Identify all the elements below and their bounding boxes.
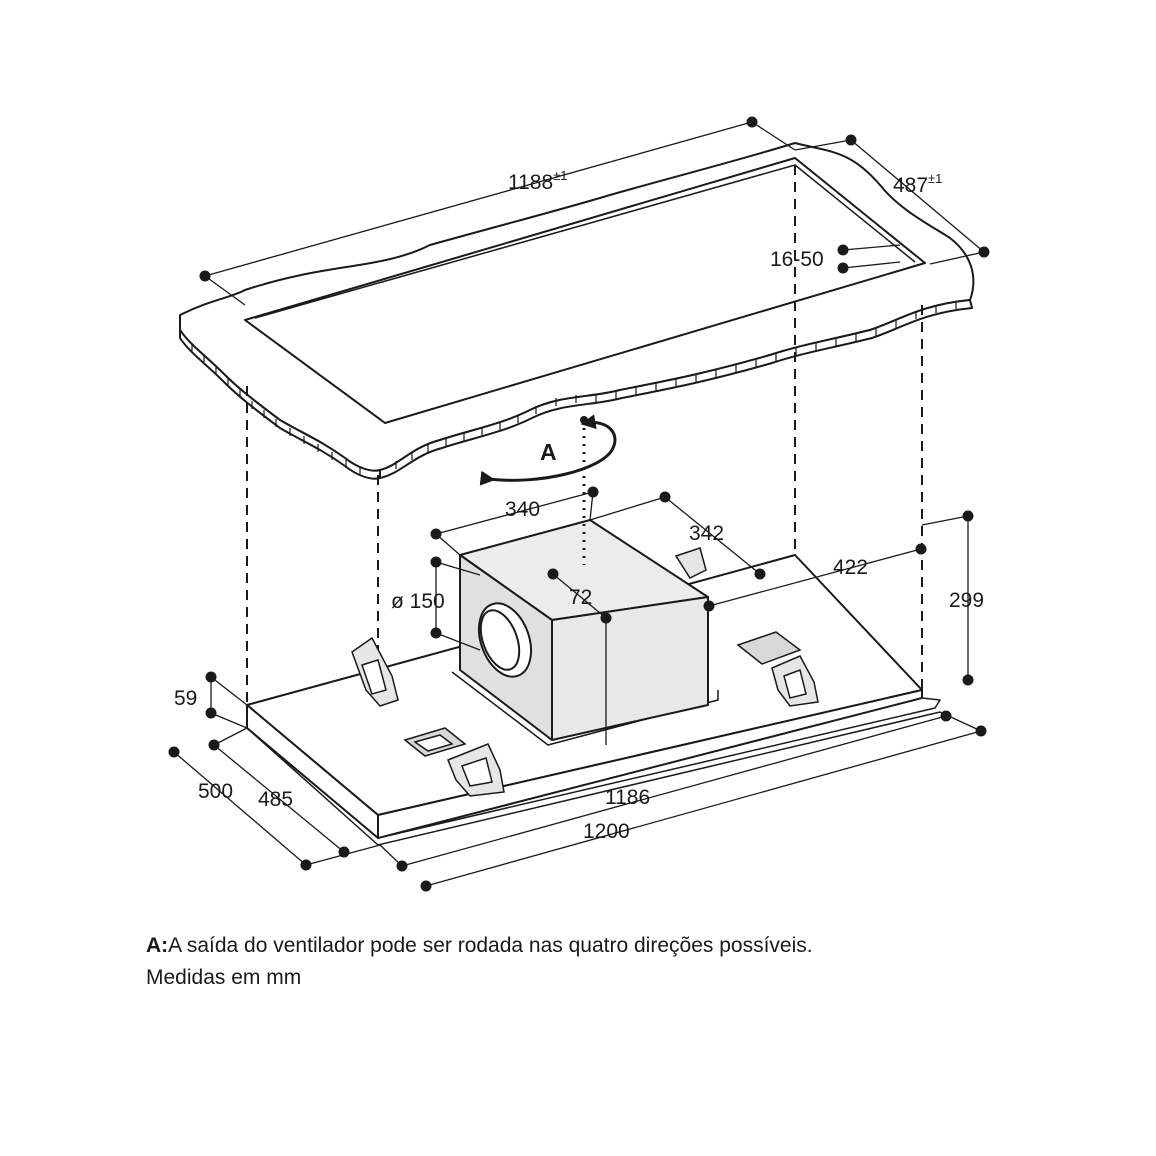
bracket-front-right xyxy=(771,655,819,707)
bracket-front-left xyxy=(447,743,505,797)
label-panel-depth-outer: 500 xyxy=(198,780,233,803)
dimension-labels: 1188±1 487±1 16-50 340 342 422 72 ø 150 … xyxy=(174,168,984,843)
rotation-label: A xyxy=(540,439,557,465)
worktop-edge-hatching xyxy=(191,301,957,474)
label-panel-depth-inner: 485 xyxy=(258,788,293,811)
panel-flange xyxy=(377,697,941,839)
dimension-dots xyxy=(168,116,990,892)
label-cutout-length: 1188±1 xyxy=(508,168,568,194)
projection-lines xyxy=(246,165,923,815)
caption-units: Medidas em mm xyxy=(146,966,302,989)
mounting-brackets xyxy=(351,547,819,797)
label-panel-height: 59 xyxy=(174,687,197,710)
caption: A:A saída do ventilador pode ser rodada … xyxy=(146,930,1106,994)
dimension-lines xyxy=(173,121,985,887)
label-outlet-diameter: ø 150 xyxy=(391,590,445,613)
label-panel-length-outer: 1200 xyxy=(583,820,630,843)
caption-key: A: xyxy=(146,934,169,957)
cutout-opening xyxy=(244,157,926,424)
label-worktop-thickness: 16-50 xyxy=(770,248,824,271)
worktop-cutout xyxy=(179,142,975,480)
label-motor-depth: 342 xyxy=(689,522,724,545)
label-outlet-offset: 72 xyxy=(569,586,592,609)
filter-plate-right xyxy=(736,631,802,665)
label-motor-width: 340 xyxy=(505,498,540,521)
caption-note: A:A saída do ventilador pode ser rodada … xyxy=(146,930,1106,962)
filter-plates xyxy=(403,631,802,757)
label-rear-offset: 422 xyxy=(833,556,868,579)
label-total-height: 299 xyxy=(949,589,984,612)
bracket-rear-right xyxy=(674,547,707,579)
rotation-arrow xyxy=(479,414,617,486)
label-panel-length-inner: 1186 xyxy=(605,786,650,809)
motor-box xyxy=(451,519,719,746)
bracket-rear-left xyxy=(351,636,399,707)
outlet-ring-inner xyxy=(479,609,521,671)
caption-text: A saída do ventilador pode ser rodada na… xyxy=(168,934,813,957)
label-cutout-depth: 487±1 xyxy=(893,171,942,197)
motor-front xyxy=(551,596,709,741)
